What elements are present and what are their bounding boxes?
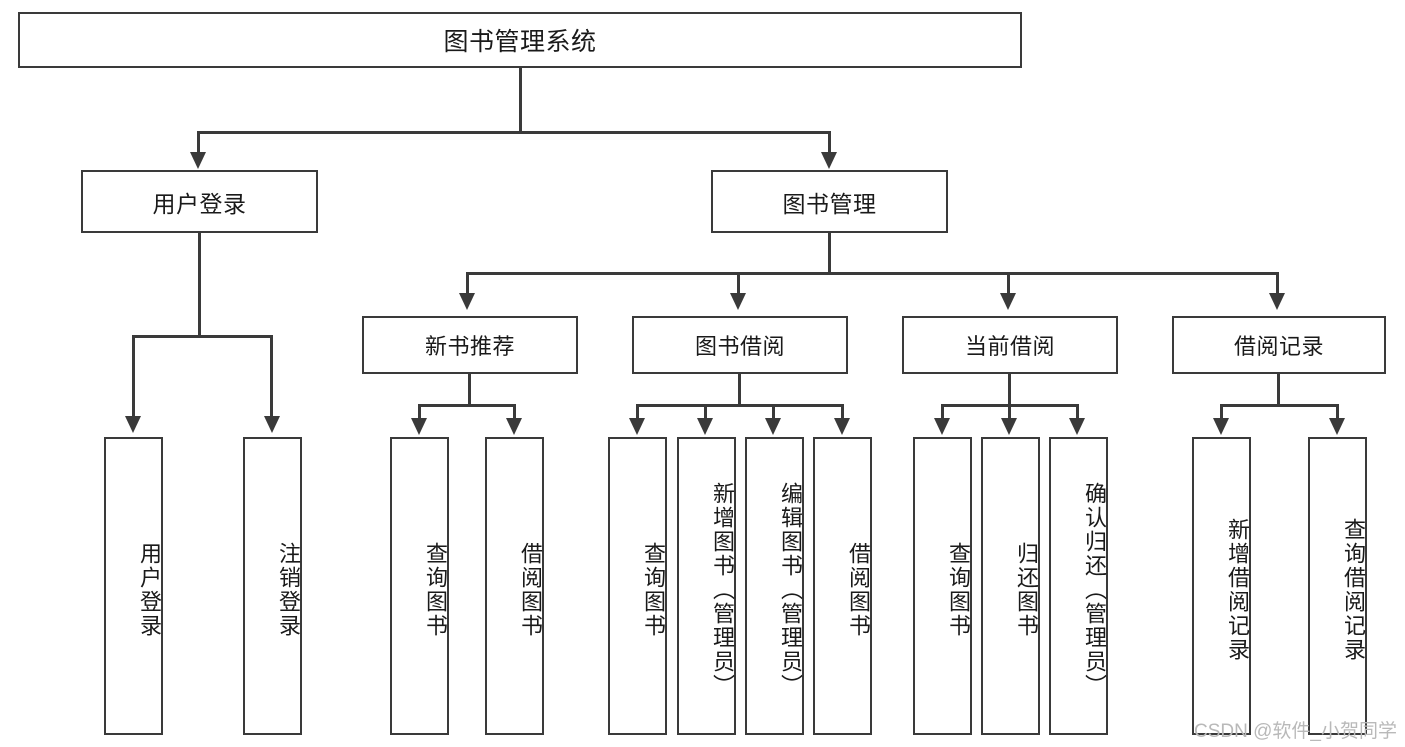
leaf-query-book-current[interactable]: 查询图书 bbox=[913, 437, 972, 735]
connector-to-book-manage bbox=[828, 131, 831, 155]
connector-level2-bar bbox=[197, 131, 831, 134]
leaf-query-book-borrow[interactable]: 查询图书 bbox=[608, 437, 667, 735]
connector-root-stem bbox=[519, 68, 522, 131]
node-root-system[interactable]: 图书管理系统 bbox=[18, 12, 1022, 68]
connector-new-book-leaf2 bbox=[513, 404, 516, 420]
leaf-label: 借阅图书 bbox=[846, 542, 871, 638]
connector-to-user-login bbox=[197, 131, 200, 155]
node-user-login[interactable]: 用户登录 bbox=[81, 170, 318, 233]
leaf-label: 查询图书 bbox=[641, 542, 666, 638]
leaf-label: 用户登录 bbox=[137, 542, 162, 638]
connector-book-borrow-leaf1 bbox=[636, 404, 639, 420]
connector-book-borrow-leaf3 bbox=[772, 404, 775, 420]
leaf-label: 新增借阅记录 bbox=[1225, 518, 1250, 662]
connector-new-book-stem bbox=[468, 374, 471, 406]
arrowhead-user-login-leaf2 bbox=[264, 416, 280, 433]
arrowhead-to-new-book bbox=[459, 293, 475, 310]
leaf-label: 查询图书 bbox=[423, 542, 448, 638]
leaf-label: 归还图书 bbox=[1014, 542, 1039, 638]
connector-user-login-leaf2 bbox=[270, 335, 273, 419]
connector-current-borrow-leaf1 bbox=[941, 404, 944, 420]
node-label: 借阅记录 bbox=[1233, 334, 1324, 359]
leaf-label: 确认归还（管理员） bbox=[1082, 482, 1107, 698]
connector-borrow-record-stem bbox=[1277, 374, 1280, 406]
arrowhead-to-book-manage bbox=[821, 152, 837, 169]
arrowhead-new-book-leaf1 bbox=[411, 418, 427, 435]
leaf-borrow-book-recommend[interactable]: 借阅图书 bbox=[485, 437, 544, 735]
leaf-label: 注销登录 bbox=[276, 542, 301, 638]
connector-to-borrow-record bbox=[1276, 272, 1279, 296]
arrowhead-new-book-leaf2 bbox=[506, 418, 522, 435]
node-current-borrow[interactable]: 当前借阅 bbox=[902, 316, 1118, 374]
leaf-return-book[interactable]: 归还图书 bbox=[981, 437, 1040, 735]
connector-current-borrow-stem bbox=[1008, 374, 1011, 406]
node-label: 用户登录 bbox=[152, 190, 247, 217]
connector-current-borrow-leaf2 bbox=[1008, 404, 1011, 420]
node-label: 图书管理系统 bbox=[443, 28, 597, 56]
arrowhead-to-borrow-record bbox=[1269, 293, 1285, 310]
node-borrow-record[interactable]: 借阅记录 bbox=[1172, 316, 1386, 374]
leaf-confirm-return-admin[interactable]: 确认归还（管理员） bbox=[1049, 437, 1108, 735]
connector-book-borrow-leaf2 bbox=[704, 404, 707, 420]
leaf-borrow-book[interactable]: 借阅图书 bbox=[813, 437, 872, 735]
connector-user-login-stem bbox=[198, 233, 201, 335]
leaf-label: 查询借阅记录 bbox=[1341, 518, 1366, 662]
arrowhead-to-user-login bbox=[190, 152, 206, 169]
arrowhead-current-borrow-leaf2 bbox=[1001, 418, 1017, 435]
connector-to-new-book bbox=[466, 272, 469, 296]
connector-to-book-borrow bbox=[737, 272, 740, 296]
arrowhead-current-borrow-leaf3 bbox=[1069, 418, 1085, 435]
node-new-book-recommend[interactable]: 新书推荐 bbox=[362, 316, 578, 374]
arrowhead-book-borrow-leaf1 bbox=[629, 418, 645, 435]
connector-book-borrow-bar bbox=[636, 404, 844, 407]
leaf-label: 查询图书 bbox=[946, 542, 971, 638]
leaf-edit-book-admin[interactable]: 编辑图书（管理员） bbox=[745, 437, 804, 735]
connector-user-login-leaf1 bbox=[132, 335, 135, 419]
arrowhead-book-borrow-leaf2 bbox=[697, 418, 713, 435]
node-book-management[interactable]: 图书管理 bbox=[711, 170, 948, 233]
arrowhead-to-current-borrow bbox=[1000, 293, 1016, 310]
arrowhead-to-book-borrow bbox=[730, 293, 746, 310]
arrowhead-borrow-record-leaf1 bbox=[1213, 418, 1229, 435]
connector-book-borrow-leaf4 bbox=[841, 404, 844, 420]
connector-current-borrow-leaf3 bbox=[1076, 404, 1079, 420]
leaf-user-login[interactable]: 用户登录 bbox=[104, 437, 163, 735]
leaf-logout-login[interactable]: 注销登录 bbox=[243, 437, 302, 735]
connector-book-manage-stem bbox=[828, 233, 831, 274]
node-label: 当前借阅 bbox=[964, 334, 1055, 359]
arrowhead-book-borrow-leaf4 bbox=[834, 418, 850, 435]
connector-new-book-leaf1 bbox=[418, 404, 421, 420]
connector-borrow-record-leaf1 bbox=[1220, 404, 1223, 420]
leaf-label: 新增图书（管理员） bbox=[710, 482, 735, 698]
node-label: 新书推荐 bbox=[424, 334, 515, 359]
leaf-add-book-admin[interactable]: 新增图书（管理员） bbox=[677, 437, 736, 735]
connector-level3-bar bbox=[466, 272, 1279, 275]
node-label: 图书借阅 bbox=[694, 334, 785, 359]
arrowhead-current-borrow-leaf1 bbox=[934, 418, 950, 435]
arrowhead-borrow-record-leaf2 bbox=[1329, 418, 1345, 435]
leaf-add-borrow-record[interactable]: 新增借阅记录 bbox=[1192, 437, 1251, 735]
leaf-query-borrow-record[interactable]: 查询借阅记录 bbox=[1308, 437, 1367, 735]
connector-user-login-bar bbox=[132, 335, 273, 338]
node-label: 图书管理 bbox=[782, 190, 877, 217]
arrowhead-user-login-leaf1 bbox=[125, 416, 141, 433]
arrowhead-book-borrow-leaf3 bbox=[765, 418, 781, 435]
node-book-borrow[interactable]: 图书借阅 bbox=[632, 316, 848, 374]
connector-borrow-record-leaf2 bbox=[1336, 404, 1339, 420]
leaf-label: 借阅图书 bbox=[518, 542, 543, 638]
connector-book-borrow-stem bbox=[738, 374, 741, 406]
connector-borrow-record-bar bbox=[1220, 404, 1338, 407]
connector-to-current-borrow bbox=[1007, 272, 1010, 296]
leaf-query-book-recommend[interactable]: 查询图书 bbox=[390, 437, 449, 735]
connector-new-book-bar bbox=[418, 404, 516, 407]
leaf-label: 编辑图书（管理员） bbox=[778, 482, 803, 698]
